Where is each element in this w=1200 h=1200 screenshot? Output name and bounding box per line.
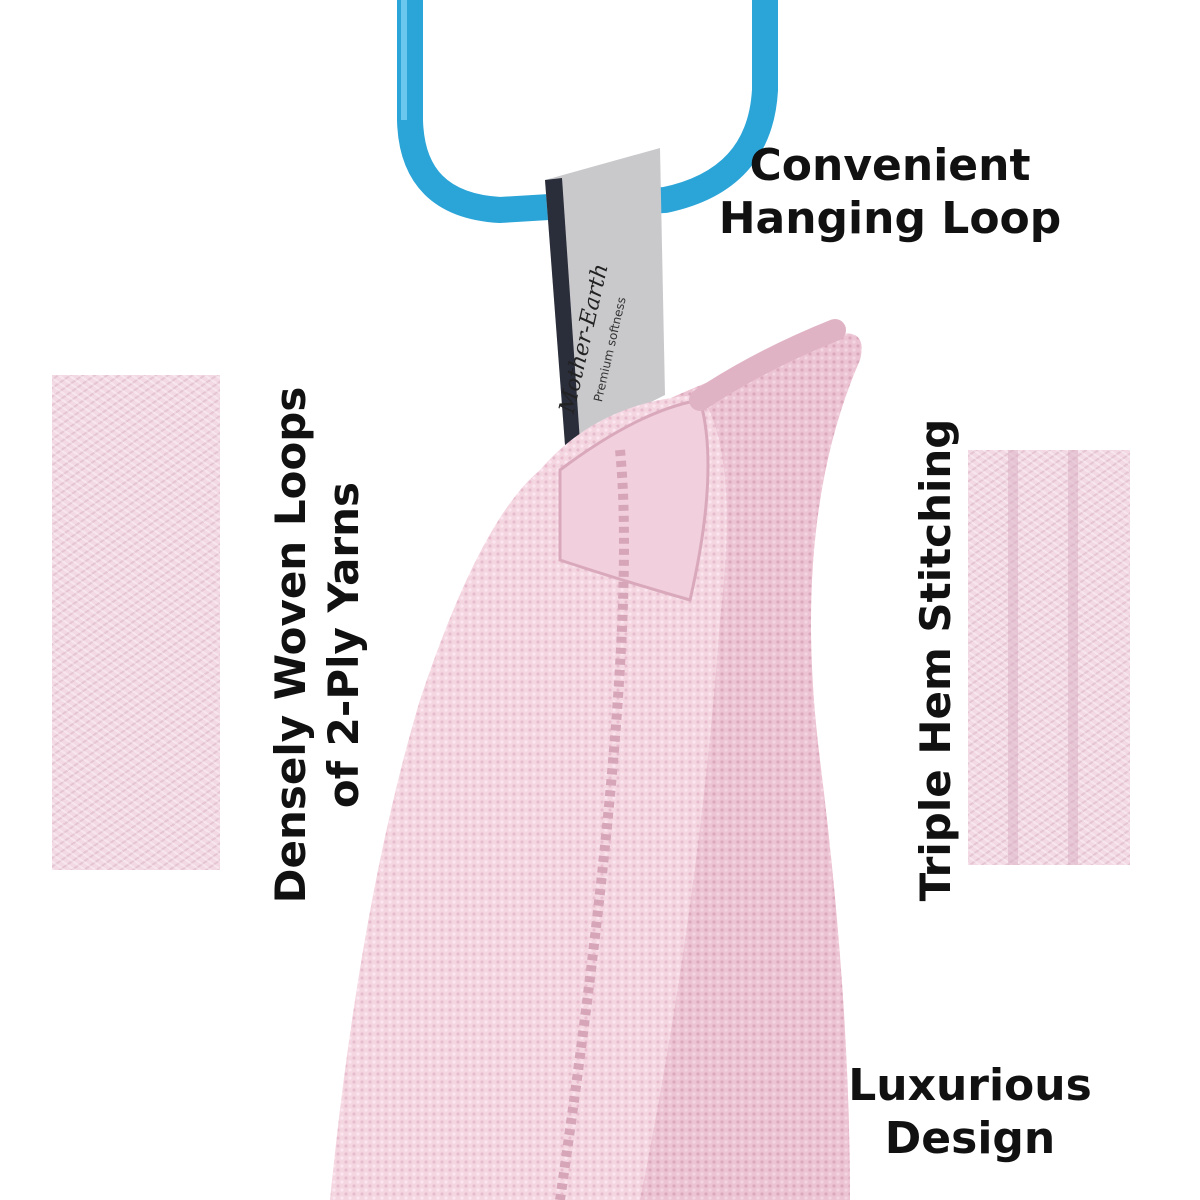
towel-hem xyxy=(558,398,710,602)
caption-triple-hem: Triple Hem Stitching xyxy=(911,418,960,902)
caption-densely-line2: of 2-Ply Yarns xyxy=(318,481,368,809)
caption-hanging-loop: Convenient Hanging Loop xyxy=(718,140,1062,244)
brand-label: Mother-Earth Premium softness xyxy=(545,180,675,440)
texture-swatch-loops xyxy=(52,375,220,870)
hanger-loop xyxy=(397,0,778,224)
caption-densely-line1: Densely Woven Loops xyxy=(266,386,315,904)
caption-densely-woven: Densely Woven Loops of 2-Ply Yarns xyxy=(265,365,375,925)
texture-swatch-hem xyxy=(968,450,1130,865)
caption-luxurious-design: Luxurious Design xyxy=(848,1060,1092,1164)
